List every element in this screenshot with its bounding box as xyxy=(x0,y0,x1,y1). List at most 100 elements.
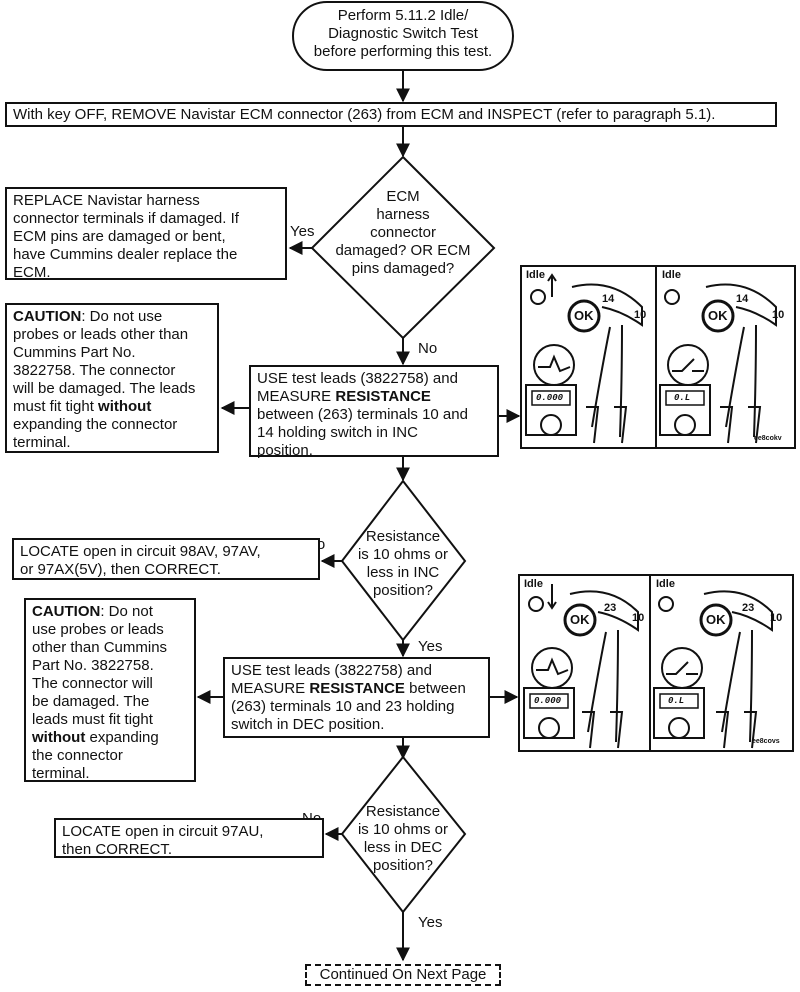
replace-box: REPLACE Navistar harness connector termi… xyxy=(5,187,287,281)
measure1-line2-pre: MEASURE xyxy=(257,388,336,405)
caution1-title: CAUTION xyxy=(13,308,82,325)
caution1-box: CAUTION: Do not use probes or leads othe… xyxy=(5,303,219,453)
locate2-line2: then CORRECT. xyxy=(62,841,173,858)
decision2-line3: less in INC xyxy=(366,564,440,581)
measure1-line2-bold: RESISTANCE xyxy=(335,388,431,405)
photo2-pin-c: 23 xyxy=(742,602,755,614)
caution1-line1: CAUTION: Do not use xyxy=(13,308,211,326)
measure2-line2: MEASURE RESISTANCE between xyxy=(231,680,482,698)
caution2-line1-rest: : Do not xyxy=(100,603,153,620)
photo2-meter-a: 0.000 xyxy=(534,696,562,706)
photo1-idle-b: Idle xyxy=(662,269,681,281)
decision1-line5: pins damaged? xyxy=(351,260,455,277)
photo1-idle-a: Idle xyxy=(526,269,545,281)
photo2-idle-b: Idle xyxy=(656,578,675,590)
photo1-pin-c: 14 xyxy=(736,293,749,305)
decision2-text: Resistance is 10 ohms or less in INC pos… xyxy=(342,528,464,600)
caution1-line5: will be damaged. The leads xyxy=(13,380,196,397)
ok-circle-icon-2 xyxy=(701,299,735,333)
decision3-text: Resistance is 10 ohms or less in DEC pos… xyxy=(342,803,464,875)
switch-icon-2 xyxy=(664,289,680,305)
photo2-meter-b: 0.L xyxy=(668,696,685,706)
caution2-line8: without expanding xyxy=(32,729,188,747)
photo2-drawing xyxy=(523,576,773,750)
up-arrow-icon xyxy=(547,273,557,297)
measure1-line1: USE test leads (3822758) and xyxy=(257,370,458,387)
replace-line1: REPLACE Navistar harness xyxy=(13,192,200,209)
switch-icon-3 xyxy=(528,596,544,612)
down-arrow-icon xyxy=(547,584,557,610)
decision1-line1: ECM xyxy=(386,188,420,205)
switch-icon xyxy=(530,289,546,305)
caution2-line10: terminal. xyxy=(32,765,90,782)
decision1-line3: connector xyxy=(370,224,436,241)
measure1-box: USE test leads (3822758) and MEASURE RES… xyxy=(249,365,499,459)
decision2-line4: position? xyxy=(372,582,434,599)
start-text-1: Perform 5.11.2 Idle/ xyxy=(337,7,469,24)
decision1-line4: damaged? OR ECM xyxy=(335,242,471,259)
photo2-ok-b: OK xyxy=(706,612,726,627)
photo2-illustration: Idle Idle OK OK 23 10 23 10 0.000 0.L ee… xyxy=(518,574,794,752)
measure2-line1: USE test leads (3822758) and xyxy=(231,662,432,679)
measure2-line2-bold: RESISTANCE xyxy=(309,680,405,697)
locate1-line2: or 97AX(5V), then CORRECT. xyxy=(20,561,221,578)
caution2-line9: the connector xyxy=(32,747,123,764)
continued-label: Continued On Next Page xyxy=(305,964,501,986)
caution2-line8-rest: expanding xyxy=(85,729,159,746)
start-text-3: before performing this test. xyxy=(313,43,493,60)
measure1-line4: 14 holding switch in INC xyxy=(257,424,418,441)
photo1-ok-a: OK xyxy=(574,308,594,323)
photo1-meter-a: 0.000 xyxy=(536,393,564,403)
photo1-meter-b: 0.L xyxy=(674,393,691,403)
measure2-box: USE test leads (3822758) and MEASURE RES… xyxy=(223,657,490,738)
decision2-yes-label: Yes xyxy=(418,638,443,655)
decision3-line1: Resistance xyxy=(365,803,441,820)
decision3-line3: less in DEC xyxy=(363,839,443,856)
photo1-code: ee8cokv xyxy=(754,435,782,442)
measure2-line3: (263) terminals 10 and 23 holding xyxy=(231,698,455,715)
caution2-line3: other than Cummins xyxy=(32,639,168,656)
step1-box: With key OFF, REMOVE Navistar ECM connec… xyxy=(5,102,777,127)
step1-text: With key OFF, REMOVE Navistar ECM connec… xyxy=(13,106,716,123)
caution2-title: CAUTION xyxy=(32,603,101,620)
photo2-pin-a: 23 xyxy=(604,602,617,614)
connector-icon-3 xyxy=(531,647,573,689)
photo2-idle-a: Idle xyxy=(524,578,543,590)
photo1-pin-b: 10 xyxy=(634,309,647,321)
caution2-line2: use probes or leads xyxy=(32,621,164,638)
decision3-line2: is 10 ohms or xyxy=(357,821,449,838)
caution1-line6-pre: must fit tight xyxy=(13,398,99,415)
measure2-line2-post: between xyxy=(404,680,466,697)
replace-line3: ECM pins are damaged or bent, xyxy=(13,228,226,245)
caution2-line8-bold: without xyxy=(32,729,86,746)
replace-line4: have Cummins dealer replace the xyxy=(13,246,238,263)
switch-icon-4 xyxy=(658,596,674,612)
decision1-no-label: No xyxy=(418,340,438,357)
photo2-pin-d: 10 xyxy=(770,612,783,624)
caution1-line3: Cummins Part No. xyxy=(13,344,136,361)
caution1-line6: must fit tight without xyxy=(13,398,211,416)
decision2-diamond xyxy=(340,479,467,642)
decision2-line2: is 10 ohms or xyxy=(357,546,449,563)
photo1-ok-b: OK xyxy=(708,308,728,323)
locate2-box: LOCATE open in circuit 97AU, then CORREC… xyxy=(54,818,324,858)
ok-circle-icon-4 xyxy=(699,603,733,637)
caution1-line6-bold: without xyxy=(98,398,152,415)
caution1-line2: probes or leads other than xyxy=(13,326,189,343)
decision1-text: ECM harness connector damaged? OR ECM pi… xyxy=(322,188,484,278)
ok-circle-icon-3 xyxy=(563,603,597,637)
probe-leads xyxy=(591,324,623,438)
measure1-line5: position. xyxy=(257,442,313,459)
measure2-line2-pre: MEASURE xyxy=(231,680,310,697)
measure1-line3: between (263) terminals 10 and xyxy=(257,406,468,423)
photo1-drawing xyxy=(525,267,777,447)
locate2-line1: LOCATE open in circuit 97AU, xyxy=(62,823,264,840)
decision1-yes-label: Yes xyxy=(290,223,315,240)
photo1-pin-a: 14 xyxy=(602,293,615,305)
caution2-line7: leads must fit tight xyxy=(32,711,153,728)
photo1-pin-d: 10 xyxy=(772,309,785,321)
connector-icon xyxy=(533,344,575,386)
decision2-line1: Resistance xyxy=(365,528,441,545)
caution2-line5: The connector will xyxy=(32,675,153,692)
start-terminator: Perform 5.11.2 Idle/ Diagnostic Switch T… xyxy=(292,1,514,71)
